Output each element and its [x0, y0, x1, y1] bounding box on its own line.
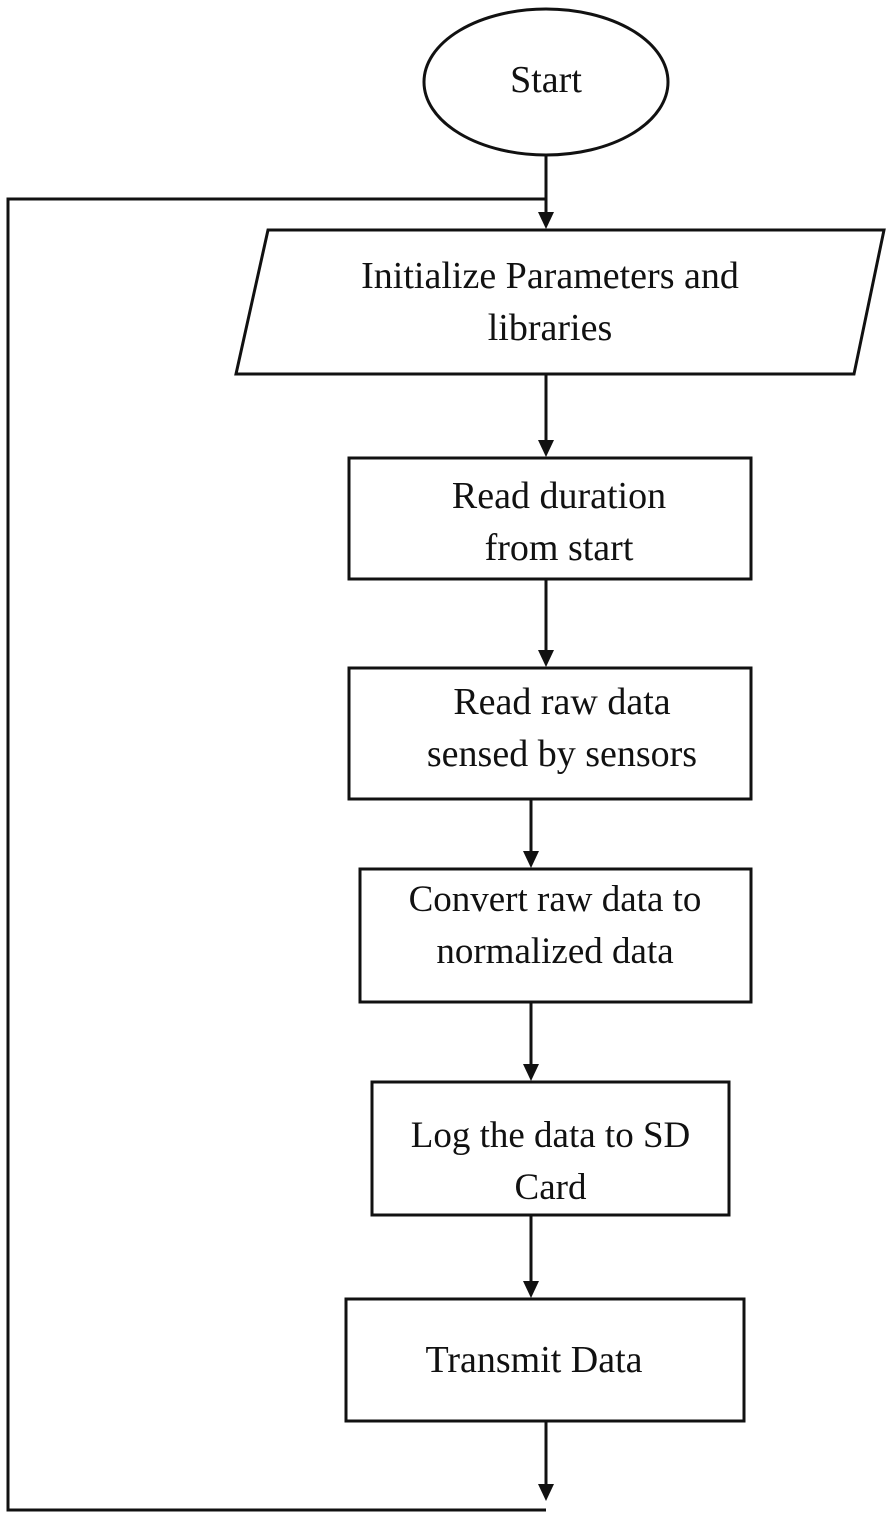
- log-data-node: [370, 1080, 731, 1217]
- read-duration-text-line-2: from start: [484, 527, 634, 569]
- initialize-text-line-2: libraries: [487, 307, 613, 349]
- initialize-label: Initialize Parameters and libraries: [290, 248, 810, 356]
- start-label: Start: [446, 52, 646, 108]
- log-data-label: Log the data to SD Card: [372, 1110, 729, 1214]
- start-text: Start: [510, 59, 582, 101]
- log-data-text-line-2: Card: [514, 1167, 587, 1208]
- transmit-data-node: [344, 1297, 746, 1423]
- edge-start-to-initialize: [538, 155, 554, 229]
- initialize-node: [234, 228, 886, 376]
- initialize-text-line-1: Initialize Parameters and: [361, 255, 739, 297]
- edge-convert-to-log: [523, 1002, 539, 1081]
- read-raw-data-text-line-1: Read raw data: [453, 681, 671, 723]
- convert-data-node: [358, 867, 753, 1004]
- read-duration-node: [347, 456, 753, 581]
- edge-transmit-loop-back: [6, 197, 554, 1512]
- edge-initialize-to-read-duration: [538, 374, 554, 457]
- read-raw-data-text-line-2: sensed by sensors: [426, 733, 698, 775]
- read-raw-data-node: [347, 666, 753, 801]
- read-duration-label: Read duration from start: [379, 470, 739, 574]
- log-data-text-line-1: Log the data to SD: [410, 1115, 691, 1156]
- read-duration-text-line-1: Read duration: [451, 475, 667, 517]
- convert-data-label: Convert raw data to normalized data: [362, 874, 748, 978]
- convert-data-text-line-1: Convert raw data to: [408, 879, 702, 920]
- transmit-data-text: Transmit Data: [425, 1339, 643, 1381]
- edge-read-raw-to-convert: [523, 799, 539, 868]
- convert-data-text-line-2: normalized data: [436, 931, 674, 972]
- edge-log-to-transmit: [523, 1215, 539, 1298]
- transmit-data-label: Transmit Data: [346, 1330, 722, 1390]
- read-raw-data-label: Read raw data sensed by sensors: [372, 676, 752, 780]
- edge-read-duration-to-read-raw: [538, 579, 554, 667]
